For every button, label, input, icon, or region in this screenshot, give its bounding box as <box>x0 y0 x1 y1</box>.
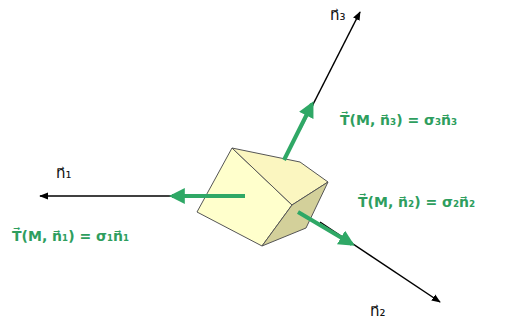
cube-face-right <box>262 182 328 246</box>
axis-label: n⃗₂ <box>370 302 386 320</box>
traction-arrow-3 <box>284 104 312 160</box>
axis-label: n⃗₃ <box>330 6 346 24</box>
traction-label: T⃗(M, n⃗₃) = σ₃n⃗₃ <box>340 112 457 129</box>
traction-arrow-2 <box>298 212 352 244</box>
traction-label: T⃗(M, n⃗₂) = σ₂n⃗₂ <box>358 194 475 211</box>
axis-label: n⃗₁ <box>56 164 72 182</box>
traction-label: T⃗(M, n⃗₁) = σ₁n⃗₁ <box>12 228 129 245</box>
traction-arrow-1 <box>172 194 245 198</box>
